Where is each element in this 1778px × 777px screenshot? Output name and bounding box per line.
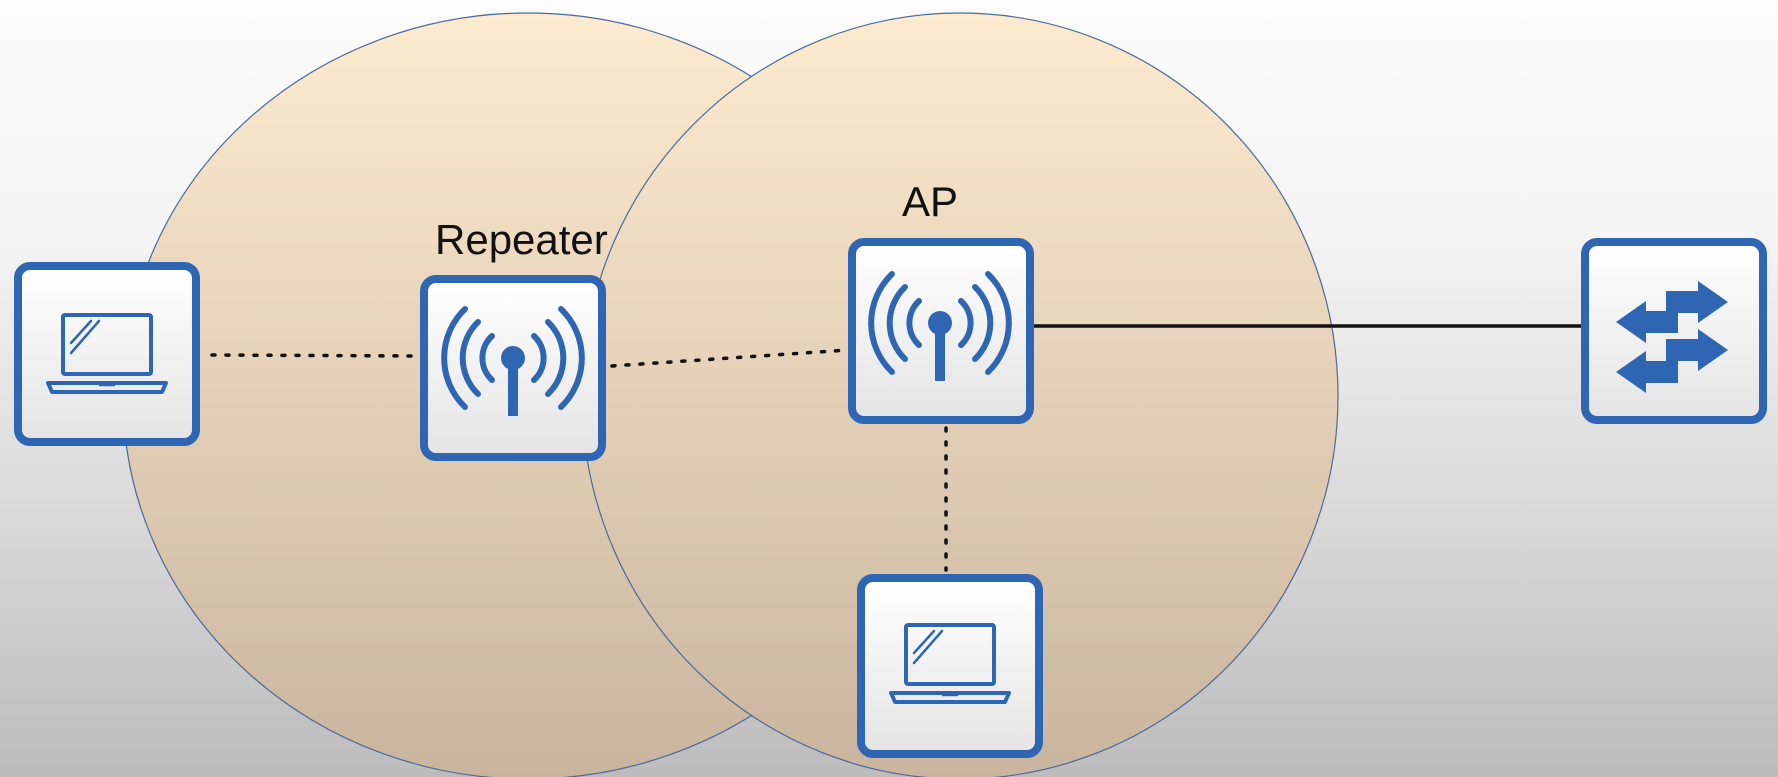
- switch-device[interactable]: [1581, 238, 1767, 424]
- wireless-link-repeater-ap: [610, 348, 850, 368]
- access-point-device[interactable]: [848, 238, 1034, 424]
- laptop-icon: [46, 313, 168, 394]
- repeater-label: Repeater: [435, 216, 608, 263]
- switch-arrows-icon: [1616, 281, 1728, 393]
- ap-label: AP: [902, 178, 958, 225]
- laptop-bottom[interactable]: [857, 574, 1043, 758]
- laptop-icon: [889, 623, 1011, 704]
- laptop-left[interactable]: [14, 262, 200, 446]
- wireless-antenna-icon: [868, 271, 1012, 381]
- wireless-antenna-icon: [441, 306, 585, 416]
- repeater-device[interactable]: [420, 275, 606, 461]
